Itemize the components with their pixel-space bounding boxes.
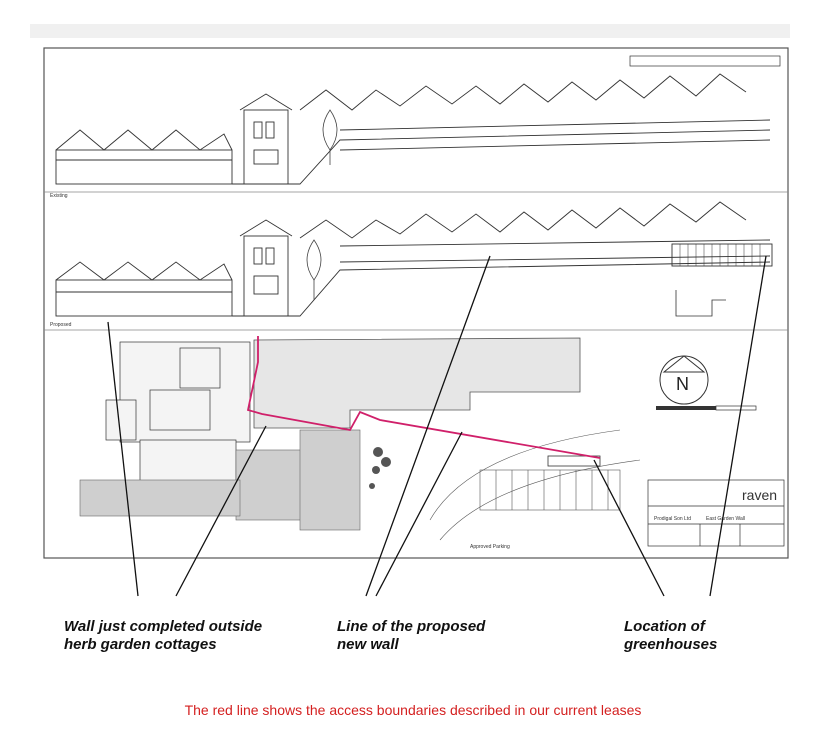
section-proposed-label: Proposed	[50, 322, 72, 328]
annotation-proposed-wall: Line of the proposed new wall	[337, 618, 486, 653]
parking-label: Approved Parking	[470, 544, 510, 550]
site-plan: Approved Parking	[79, 337, 641, 550]
annotation-greenhouses: Location of greenhouses	[624, 618, 718, 653]
scan-top-shadow	[30, 24, 790, 38]
scale-bar	[656, 405, 757, 411]
client-name: Prodigal Son Ltd	[654, 516, 691, 522]
wall-section-detail	[675, 290, 726, 317]
proposed-elevation	[55, 201, 773, 317]
lease-boundary-line	[246, 336, 601, 459]
leader-lines	[107, 255, 767, 597]
boundary-footnote: The red line shows the access boundaries…	[184, 702, 642, 718]
legend-box	[629, 55, 781, 67]
project-title: East Garden Wall	[706, 516, 745, 522]
greenhouse-glazing	[679, 244, 761, 266]
section-existing-label: Existing	[50, 193, 68, 199]
tree-symbol	[306, 109, 338, 300]
existing-elevation	[55, 73, 771, 185]
firm-logo: raven	[742, 487, 777, 503]
title-block	[647, 479, 785, 547]
north-label: N	[676, 374, 689, 394]
north-arrow-icon: N	[659, 355, 709, 405]
greenhouse-plan	[547, 455, 601, 467]
annotation-wall-completed: Wall just completed outside herb garden …	[64, 618, 263, 653]
